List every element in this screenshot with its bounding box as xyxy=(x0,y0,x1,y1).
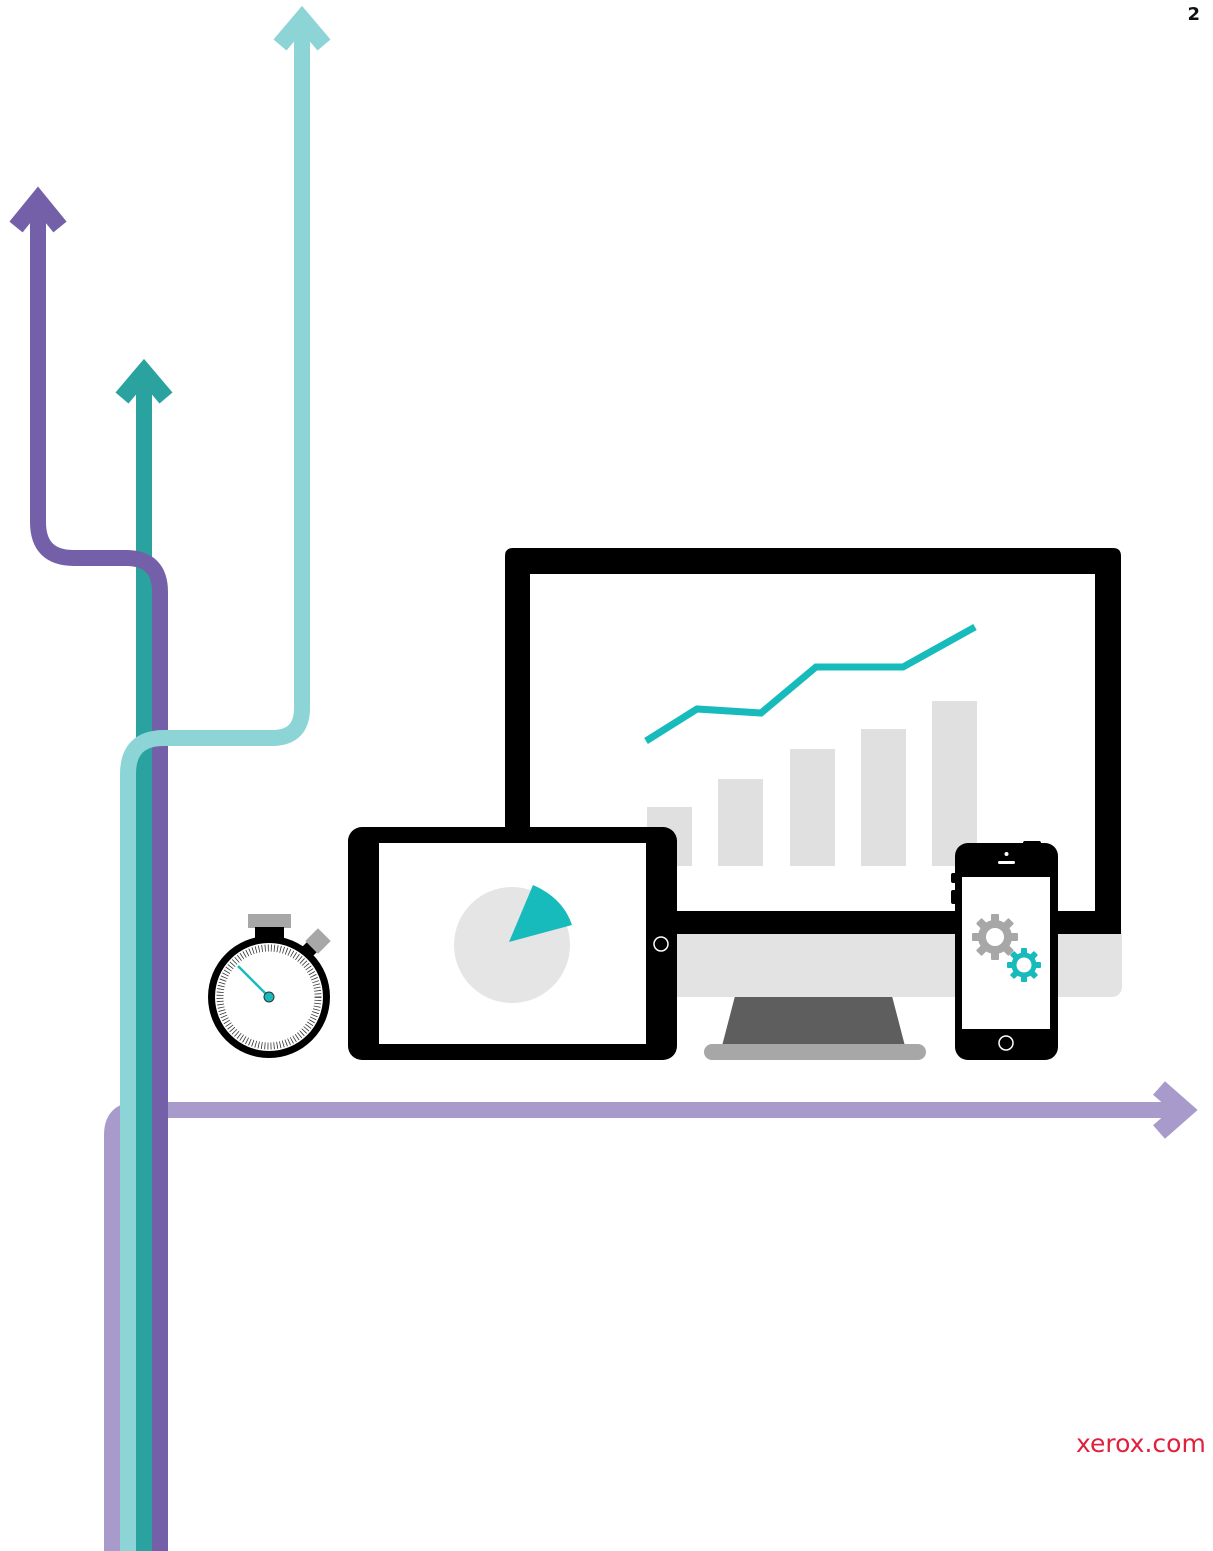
light-teal-arrow-head xyxy=(273,5,331,51)
stopwatch-hub xyxy=(263,991,275,1003)
light-teal-arrow-line xyxy=(120,22,310,1551)
bar-3 xyxy=(790,749,835,866)
stopwatch-side-button xyxy=(302,928,331,957)
teal-gear-icon xyxy=(1007,948,1041,982)
monitor-bar-chart xyxy=(647,701,977,866)
dark-purple-arrow-line xyxy=(30,204,168,1551)
stopwatch-tick-ring xyxy=(216,944,322,1050)
tablet-home-button xyxy=(653,936,669,952)
footer-url-link[interactable]: xerox.com xyxy=(1076,1429,1206,1458)
teal-arrow-head xyxy=(115,358,173,404)
phone-home-button xyxy=(998,1035,1014,1051)
gray-gear-icon xyxy=(972,914,1018,960)
smartphone-icon xyxy=(951,841,1058,1060)
stopwatch-icon xyxy=(208,914,331,1058)
light-purple-arrow-head xyxy=(1153,1081,1198,1139)
tablet-icon xyxy=(348,827,677,1060)
stopwatch-top-cap xyxy=(248,914,291,928)
light-purple-arrow-line xyxy=(104,1102,1178,1551)
pie-chart-slice xyxy=(509,885,572,942)
bar-2 xyxy=(718,779,763,866)
dark-purple-arrow-head xyxy=(9,186,67,233)
monitor-trend-line xyxy=(644,623,977,744)
bar-5 xyxy=(932,701,977,866)
phone-camera xyxy=(1004,852,1009,856)
growth-arrows xyxy=(9,5,1198,1551)
page-number: 2 xyxy=(1187,4,1200,25)
stopwatch-hand xyxy=(237,965,270,998)
monitor-stand xyxy=(722,996,905,1046)
monitor-base xyxy=(704,1044,926,1060)
bar-4 xyxy=(861,729,906,866)
phone-speaker xyxy=(998,861,1015,864)
